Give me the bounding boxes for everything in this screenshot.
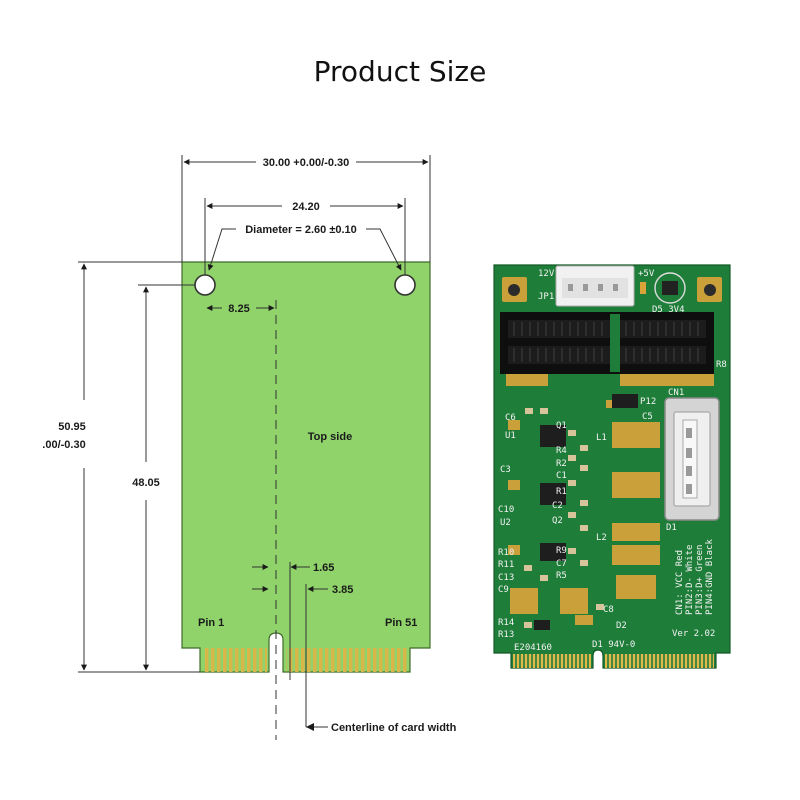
silk-pin-3: PIN3:D+ Green [695,545,705,615]
silk-c10: C10 [498,505,514,515]
silk-d1-94v0: D1 94V-0 [592,640,635,650]
silk-version: Ver 2.02 [672,629,715,639]
silk-r11: R11 [498,560,514,570]
silk-l2: L2 [596,533,607,543]
dim-height-total: 50.95 [58,421,86,433]
silk-l1: L1 [596,433,607,443]
silk-pin-legend: CN1: VCC Red PIN2:D- White PIN3:D+ Green… [675,539,715,615]
silk-c6: C6 [505,413,516,423]
page-title: Product Size [313,55,487,88]
pin51-label: Pin 51 [385,617,417,629]
silk-12v: 12V [538,269,555,279]
top-side-label: Top side [308,431,352,443]
silk-u2: U2 [500,518,511,528]
dim-width-total: 30.00 +0.00/-0.30 [263,157,350,169]
silk-5v: +5V [638,269,655,279]
silk-c3: C3 [500,465,511,475]
silk-pin-1: CN1: VCC Red [675,550,685,615]
silk-c1: C1 [556,471,567,481]
gold-fingers-left [203,648,267,672]
silk-r13: R13 [498,630,514,640]
silk-q1: Q1 [556,421,567,431]
dim-385: 3.85 [332,584,353,596]
pcb-fingers-right [605,654,714,668]
silk-r14: R14 [498,618,514,628]
silk-e-code: E204160 [514,643,552,653]
silk-jp1: JP1 [538,292,554,302]
card-outline-drawing: 30.00 +0.00/-0.30 24.20 Diameter = 2.60 … [42,155,457,740]
silk-pin-2: PIN2:D- White [685,545,695,615]
silk-d1: D1 [666,523,677,533]
silk-p12: P12 [640,397,656,407]
silk-c8: C8 [603,605,614,615]
mount-hole-left [194,274,216,296]
silk-d2: D2 [616,621,627,631]
dim-diameter: Diameter = 2.60 ±0.10 [245,224,357,236]
silk-u1: U1 [505,431,516,441]
silk-c5: C5 [642,412,653,422]
dim-165: 1.65 [313,562,334,574]
silk-c9: C9 [498,585,509,595]
centerline-note: Centerline of card width [331,722,457,734]
silk-c7: C7 [556,559,567,569]
silk-r1: R1 [556,487,567,497]
silk-r8: R8 [716,360,727,370]
silk-r4: R4 [556,446,567,456]
silk-q2: Q2 [552,516,563,526]
silk-r2: R2 [556,459,567,469]
pcb-fingers-left [513,654,591,668]
mount-hole-right [394,274,416,296]
dim-height-inner: 48.05 [132,477,160,489]
dim-offset: 8.25 [228,303,249,315]
dim-hole-spacing: 24.20 [292,201,320,213]
silk-c2: C2 [552,501,563,511]
silk-c13: C13 [498,573,514,583]
gold-fingers-right [286,648,408,672]
silk-d5: D5 3V4 [652,305,685,315]
dim-height-tolerance: .00/-0.30 [42,439,85,451]
pcb-board-photo: 12V +5V JP1 D5 3V4 R8 CN1 P12 C5 C6 Q1 U… [493,264,731,669]
silk-pin-4: PIN4:GND Black [705,539,715,615]
silk-r10: R10 [498,548,514,558]
pin1-label: Pin 1 [198,617,224,629]
silk-r9: R9 [556,546,567,556]
silk-r5: R5 [556,571,567,581]
silk-cn1: CN1 [668,388,684,398]
